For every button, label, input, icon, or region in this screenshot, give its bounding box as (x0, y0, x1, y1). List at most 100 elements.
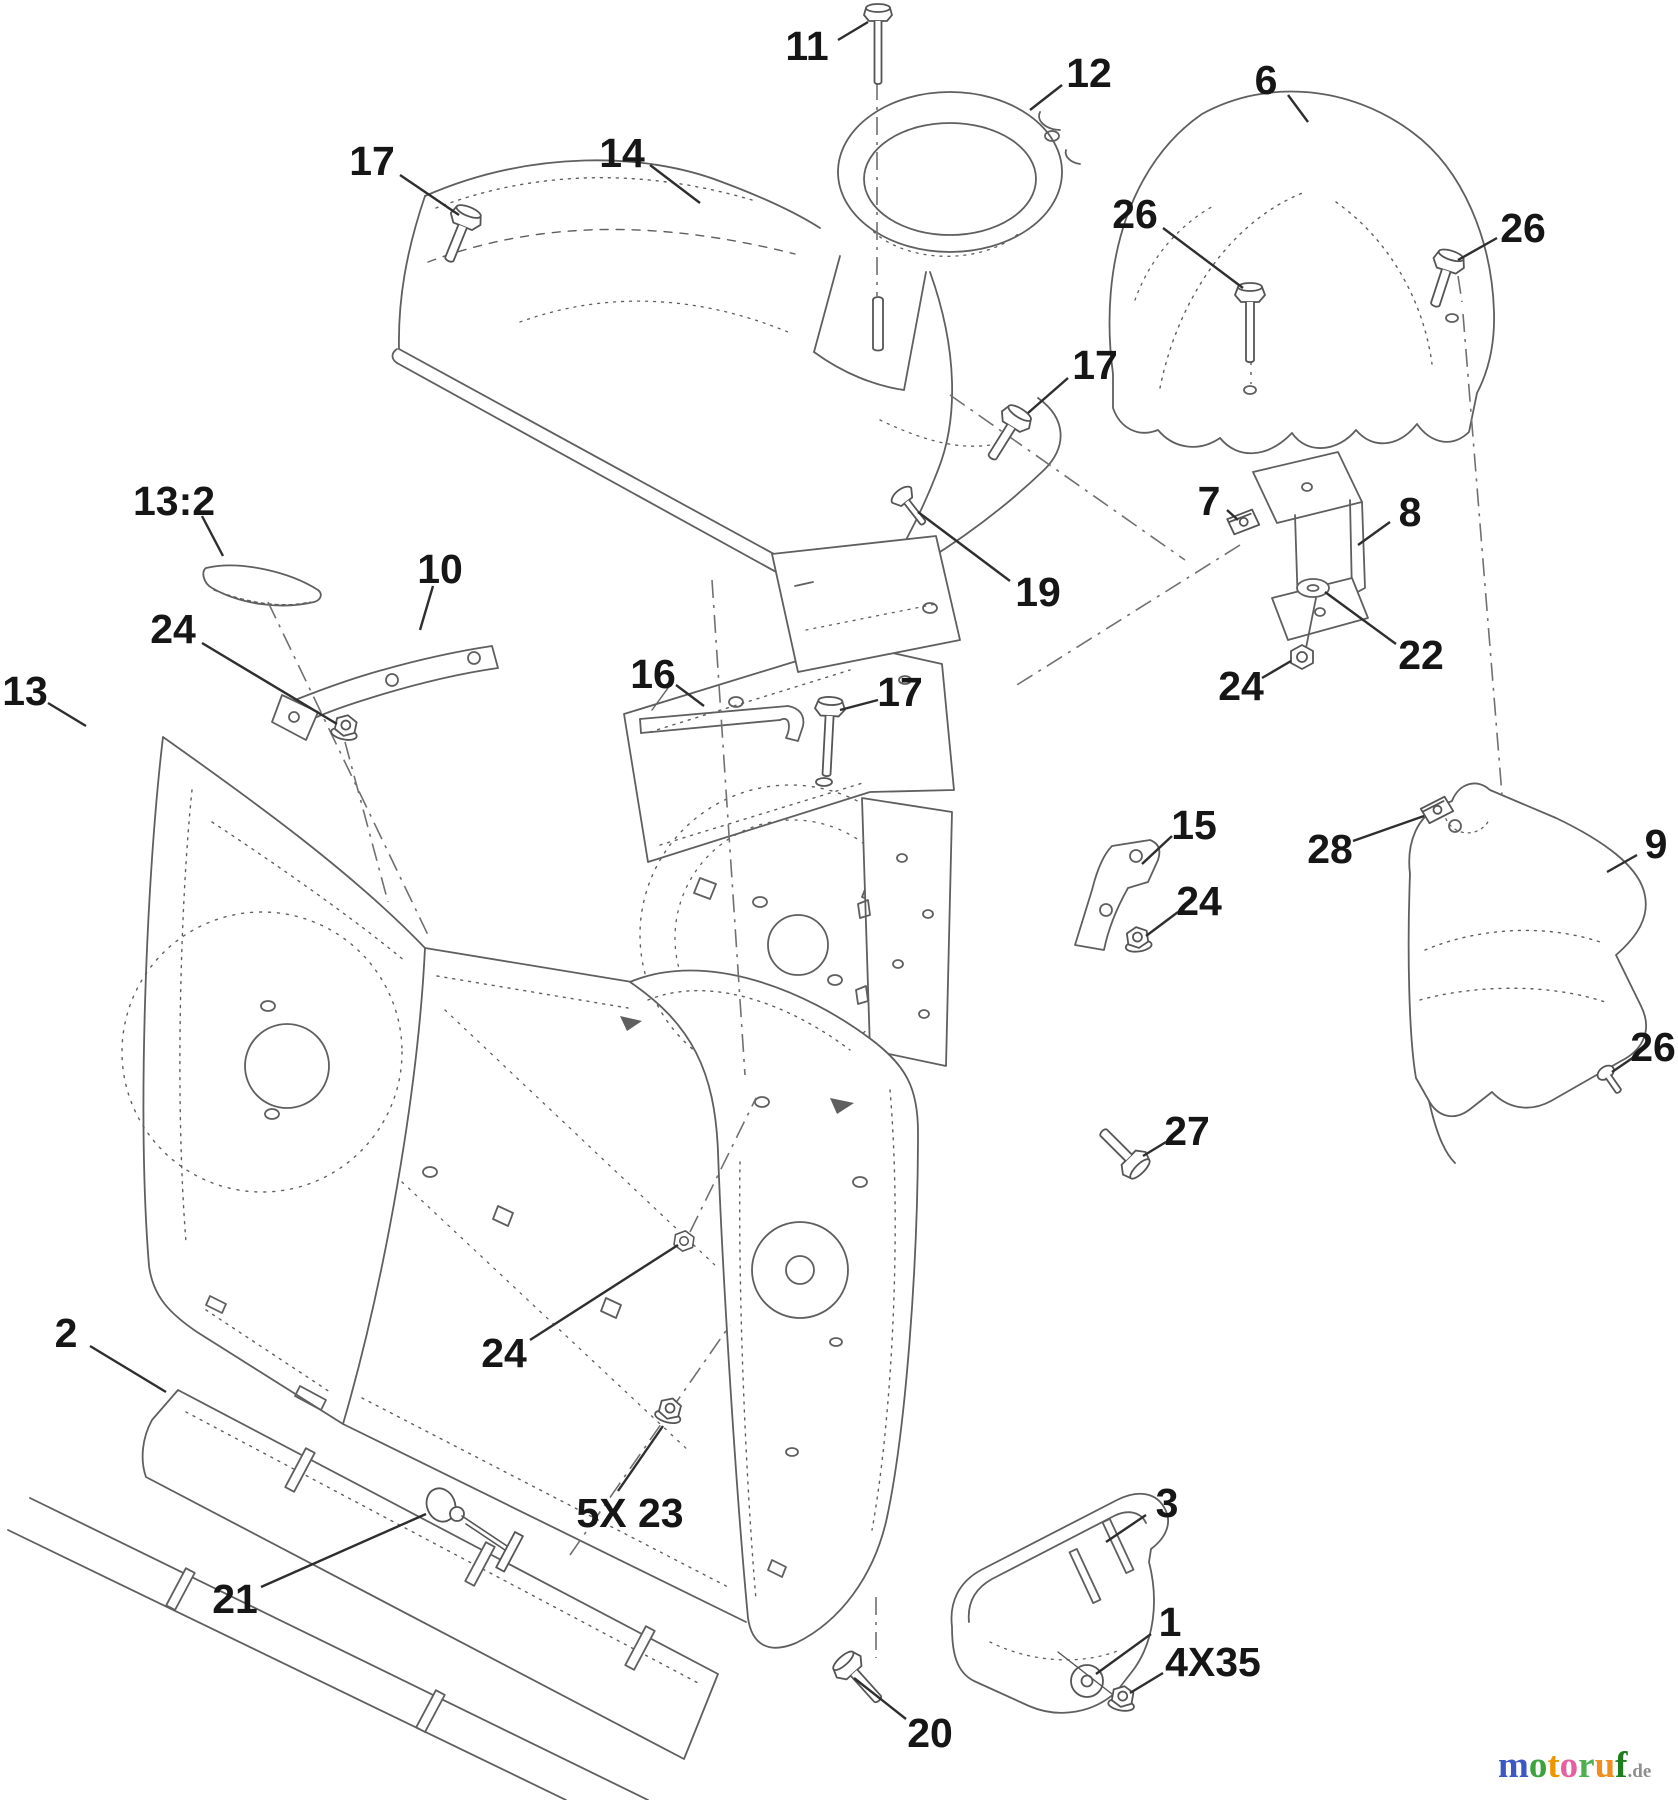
callout-leader-24-15 (201, 641, 338, 726)
callout-leader-17-17 (839, 698, 879, 712)
part-scraper-bar (141, 1389, 719, 1760)
screw-17-top-icon (432, 200, 487, 269)
nut-24-right-icon (1122, 924, 1154, 955)
callout-label-20-32: 20 (907, 1710, 953, 1756)
callout-leader-11-0 (837, 20, 869, 42)
carriage-bolt-21-icon (425, 1487, 524, 1573)
callout-leader-9-22 (1606, 853, 1638, 874)
callout-leader-1-30 (1095, 1633, 1152, 1675)
callout-label-28-21: 28 (1307, 826, 1353, 872)
watermark-letter-f-6: f (1615, 1745, 1628, 1786)
washer-under-17-icon (815, 777, 833, 787)
callout-leader-12-1 (1029, 84, 1063, 111)
part-rod-16 (639, 687, 805, 742)
callout-label-26-6: 26 (1500, 205, 1546, 251)
callout-label-8-9: 8 (1399, 489, 1422, 535)
watermark-letter-m-0: m (1498, 1745, 1529, 1786)
part-washer-22 (1296, 578, 1330, 598)
callout-leader-24-20 (1145, 911, 1179, 937)
part-chute-mount-plate (771, 535, 961, 673)
callout-leader-19-10 (917, 511, 1011, 582)
part-skid-shoe (950, 1492, 1169, 1714)
part-wear-strip (7, 1497, 649, 1800)
callout-label-21-28: 21 (212, 1576, 258, 1622)
watermark-letter-o-3: o (1559, 1745, 1579, 1786)
nut-24-bracket-icon (1290, 644, 1314, 670)
part-left-side-plate (121, 736, 426, 1425)
callout-label-2-26: 2 (55, 1310, 78, 1356)
watermark-suffix: .de (1627, 1761, 1652, 1782)
callout-label-22-11: 22 (1398, 632, 1444, 678)
callout-leader-14-2 (649, 164, 701, 204)
callout-leader-16-16 (675, 684, 705, 707)
callout-label-13-18: 13 (2, 668, 48, 714)
callout-leader-8-9 (1357, 521, 1391, 546)
callout-leader-6-4 (1287, 94, 1309, 123)
bolt-20-icon (827, 1645, 892, 1713)
part-right-side-plate (629, 969, 919, 1649)
callout-label-3-29: 3 (1156, 1480, 1179, 1526)
nut-5x23-icon (652, 1394, 687, 1427)
callout-leader-22-11 (1324, 591, 1397, 645)
part-blade-strip (202, 564, 322, 607)
callout-leader-3-29 (1105, 1514, 1147, 1543)
callout-label-9-22: 9 (1645, 821, 1668, 867)
callout-label-17-7: 17 (1072, 342, 1118, 388)
callout-leader-17-3 (399, 174, 460, 216)
part-frame-plate (855, 797, 953, 1067)
callout-label-12-1: 12 (1066, 50, 1112, 96)
callout-leader-26-6 (1457, 236, 1498, 262)
part-belt-cover (1407, 782, 1647, 1164)
watermark-letter-r-4: r (1578, 1745, 1595, 1786)
watermark-motoruf: motoruf.de (1498, 1746, 1674, 1792)
callout-label-24-15: 24 (150, 606, 196, 652)
callout-label-27-24: 27 (1164, 1108, 1210, 1154)
callout-leader-28-21 (1352, 814, 1425, 843)
callout-label-4X35-31: 4X35 (1165, 1639, 1261, 1685)
part-support-bracket (1252, 451, 1369, 649)
callout-leader-24-25 (529, 1243, 679, 1342)
callout-label-24-25: 24 (481, 1330, 527, 1376)
callout-leader-10-14 (418, 585, 435, 631)
callout-label-11-0: 11 (785, 23, 828, 69)
screw-26-cover-icon (1596, 1064, 1622, 1094)
callout-leader-2-26 (89, 1344, 167, 1394)
part-housing-back-wall (342, 947, 747, 1623)
part-chute-bracket-10 (271, 645, 499, 741)
callout-label-6-4: 6 (1255, 57, 1278, 103)
callout-leader-7-8 (1226, 509, 1239, 521)
callout-leader-21-28 (260, 1512, 427, 1589)
callout-leader-4X35-31 (1129, 1671, 1164, 1695)
callout-label-26-23: 26 (1630, 1024, 1676, 1070)
callout-label-7-8: 7 (1198, 478, 1221, 524)
washer-1-icon (1070, 1664, 1104, 1698)
callout-label-5X23-27: 5X 23 (576, 1490, 683, 1536)
callout-label-15-19: 15 (1171, 802, 1217, 848)
nut-24-left-icon (329, 711, 362, 743)
callout-leader-26-23 (1611, 1056, 1635, 1073)
callout-label-24-12: 24 (1218, 663, 1264, 709)
bolt-27-icon (1089, 1118, 1156, 1185)
watermark-letter-o-1: o (1528, 1745, 1548, 1786)
part-bracket-15 (1074, 839, 1161, 951)
callout-leader-17-7 (1027, 377, 1069, 414)
nut-24-wall-icon (672, 1228, 696, 1254)
part-chute-ring (837, 91, 1081, 257)
carriage-bolt-11-icon (863, 3, 893, 352)
callout-label-13:2-13: 13:2 (133, 478, 215, 524)
callout-leader-24-12 (1261, 659, 1292, 680)
washer-alignment-line (1057, 1651, 1113, 1695)
callout-leader-20-32 (853, 1677, 907, 1720)
callout-label-19-10: 19 (1015, 569, 1061, 615)
callout-leader-27-24 (1142, 1140, 1167, 1158)
watermark-letter-t-2: t (1547, 1745, 1560, 1786)
callout-label-24-20: 24 (1176, 878, 1222, 924)
callout-label-10-14: 10 (417, 546, 463, 592)
part-engine-cover (1108, 90, 1495, 455)
callout-label-14-2: 14 (599, 130, 645, 176)
callout-label-1-30: 1 (1159, 1599, 1182, 1645)
callout-leader-5X23-27 (617, 1425, 664, 1492)
